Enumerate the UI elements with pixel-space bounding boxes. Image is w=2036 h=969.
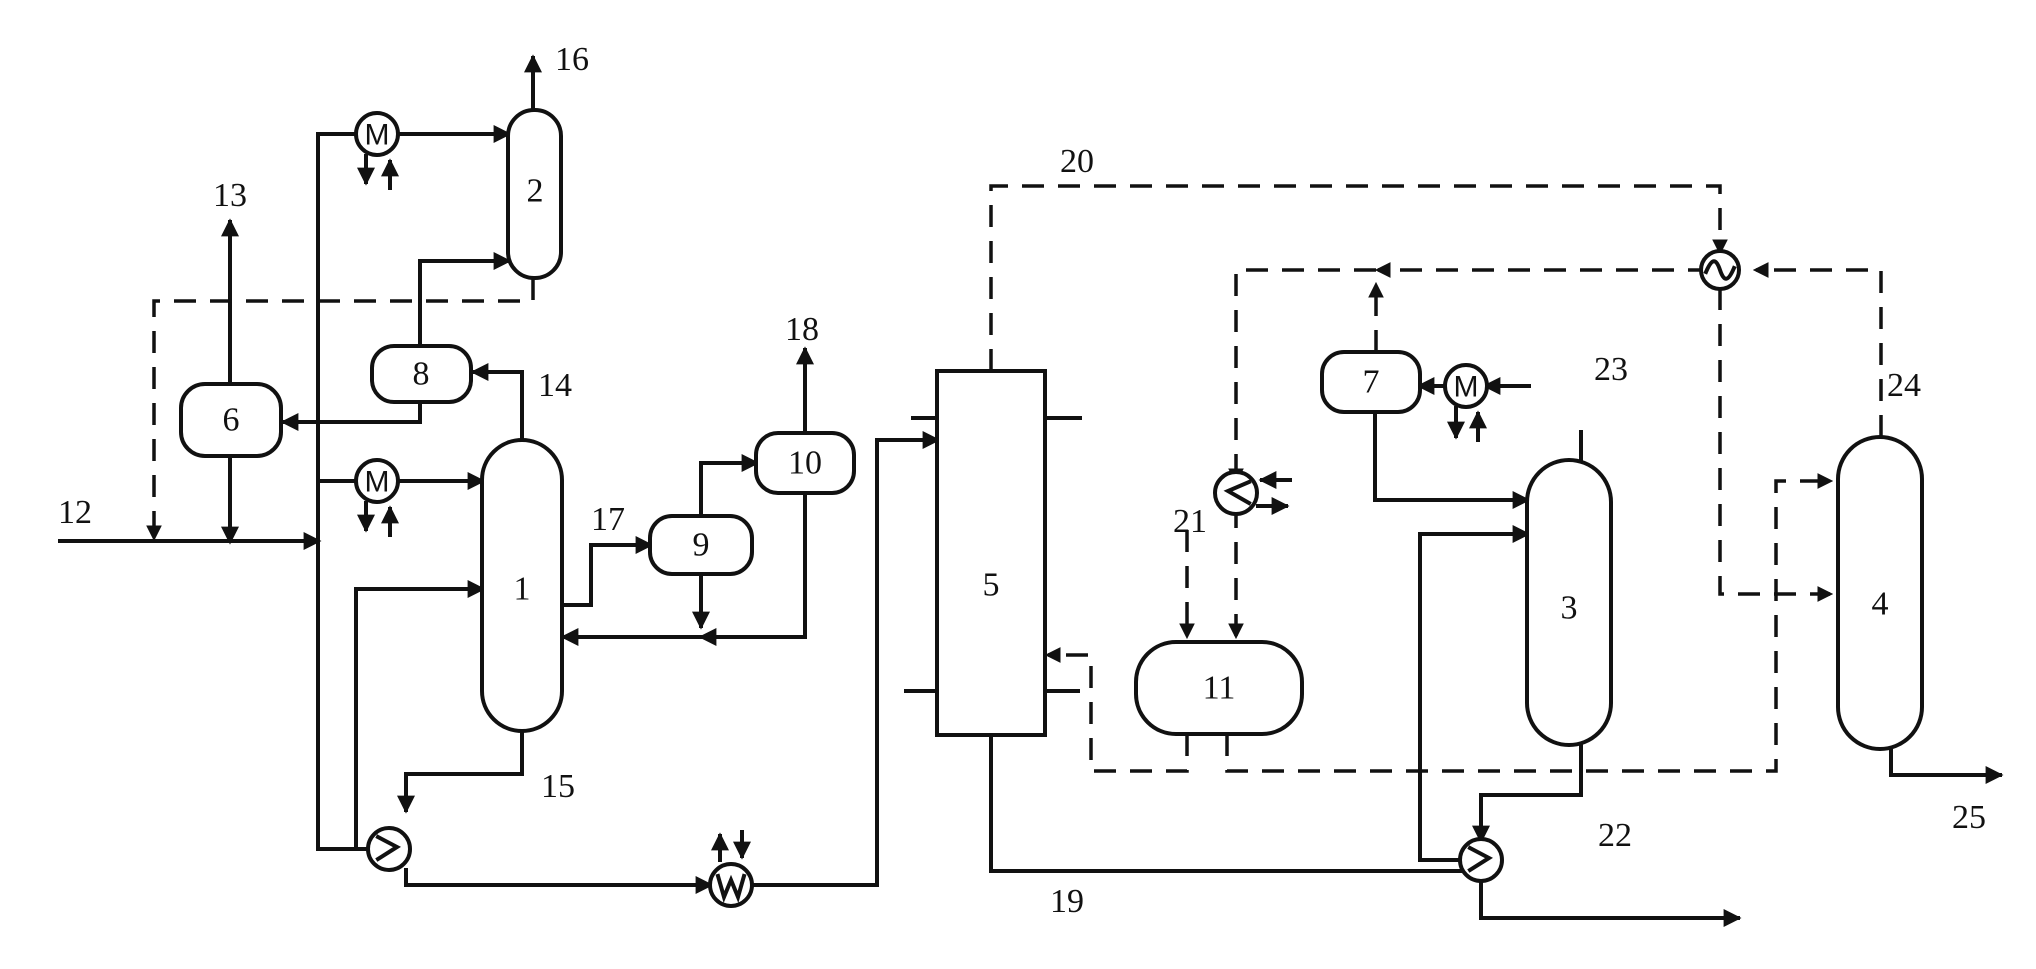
vessel-11-to-column-5 (1044, 647, 1189, 773)
stream-label-24: 24 (1887, 367, 1921, 404)
column-3-label: 3 (1561, 590, 1578, 627)
heater-m-middle-symbol: M (365, 466, 390, 499)
column-2[interactable]: 2 (506, 108, 563, 280)
vessel-9[interactable]: 9 (648, 514, 754, 576)
exchanger-to-column-4 (1718, 288, 1834, 602)
stream-label-17: 17 (591, 501, 625, 538)
heater-m-middle[interactable]: M (354, 458, 400, 537)
stream-label-19: 19 (1050, 883, 1084, 920)
vessel-11-to-column-4 (1225, 473, 1834, 773)
dashed-process-lines (146, 184, 1883, 773)
condenser-zigzag (1223, 479, 1252, 506)
column-1[interactable]: 1 (480, 438, 564, 733)
exchanger-3-zigzag (1467, 845, 1493, 873)
vessel-8[interactable]: 8 (370, 344, 473, 404)
column-2-label: 2 (527, 173, 544, 210)
vessel-11[interactable]: 11 (1134, 640, 1304, 736)
heater-m-top-symbol: M (365, 119, 390, 152)
stream-label-23: 23 (1594, 351, 1628, 388)
cooler-m-vessel-7[interactable]: M (1443, 363, 1489, 442)
cooler-w-zigzag (715, 873, 747, 904)
condenser-vessel-11[interactable] (1213, 470, 1292, 516)
column-1-label: 1 (514, 571, 531, 608)
stream-label-16: 16 (555, 41, 589, 78)
wave-exchanger-symbol (1703, 259, 1737, 281)
stream-24-dashed (1752, 262, 1883, 437)
column-4[interactable]: 4 (1836, 435, 1924, 751)
stream-label-14: 14 (538, 367, 572, 404)
vessel-6-label: 6 (223, 402, 240, 439)
column-5-label: 5 (983, 567, 1000, 604)
solid-process-lines (58, 54, 2004, 927)
column-4-label: 4 (1872, 586, 1889, 623)
stream-label-22: 22 (1598, 817, 1632, 854)
exchanger-column-3[interactable] (1458, 837, 1504, 883)
vessel-7[interactable]: 7 (1320, 350, 1422, 414)
vessel-11-label: 11 (1203, 670, 1236, 707)
dashed-to-condenser (1228, 268, 1376, 485)
wave-exchanger[interactable] (1699, 249, 1741, 291)
vessels: 1 2 3 4 5 6 7 8 (179, 108, 1924, 751)
stream-label-15: 15 (541, 768, 575, 805)
stream-label-20: 20 (1060, 143, 1094, 180)
vessel-10[interactable]: 10 (754, 431, 856, 495)
vessel-9-label: 9 (693, 527, 710, 564)
column-3[interactable]: 3 (1525, 458, 1613, 747)
vessel-6[interactable]: 6 (179, 382, 283, 458)
heater-m-top[interactable]: M (354, 111, 400, 190)
reboiler-1-zigzag (375, 834, 401, 862)
vessel-10-label: 10 (788, 445, 822, 482)
stream-label-13: 13 (213, 177, 247, 214)
stream-label-18: 18 (785, 311, 819, 348)
stream-label-12: 12 (58, 494, 92, 531)
column-5[interactable]: 5 (935, 369, 1047, 737)
stream-label-25: 25 (1952, 799, 1986, 836)
reboiler-column-1[interactable] (366, 826, 412, 872)
cooler-w-bottom[interactable] (708, 830, 754, 908)
stream-20-dashed-line (989, 184, 1728, 371)
vessel-7-label: 7 (1363, 364, 1380, 401)
recycle-dashed-line (146, 278, 535, 542)
heat-exchangers: M M M (354, 111, 1741, 908)
stream-label-21: 21 (1173, 503, 1207, 540)
stream-labels: 12 13 14 15 16 17 18 19 20 21 22 23 24 2… (58, 41, 1986, 920)
cooler-m-vessel-7-symbol: M (1454, 371, 1479, 404)
vessel-8-label: 8 (413, 356, 430, 393)
